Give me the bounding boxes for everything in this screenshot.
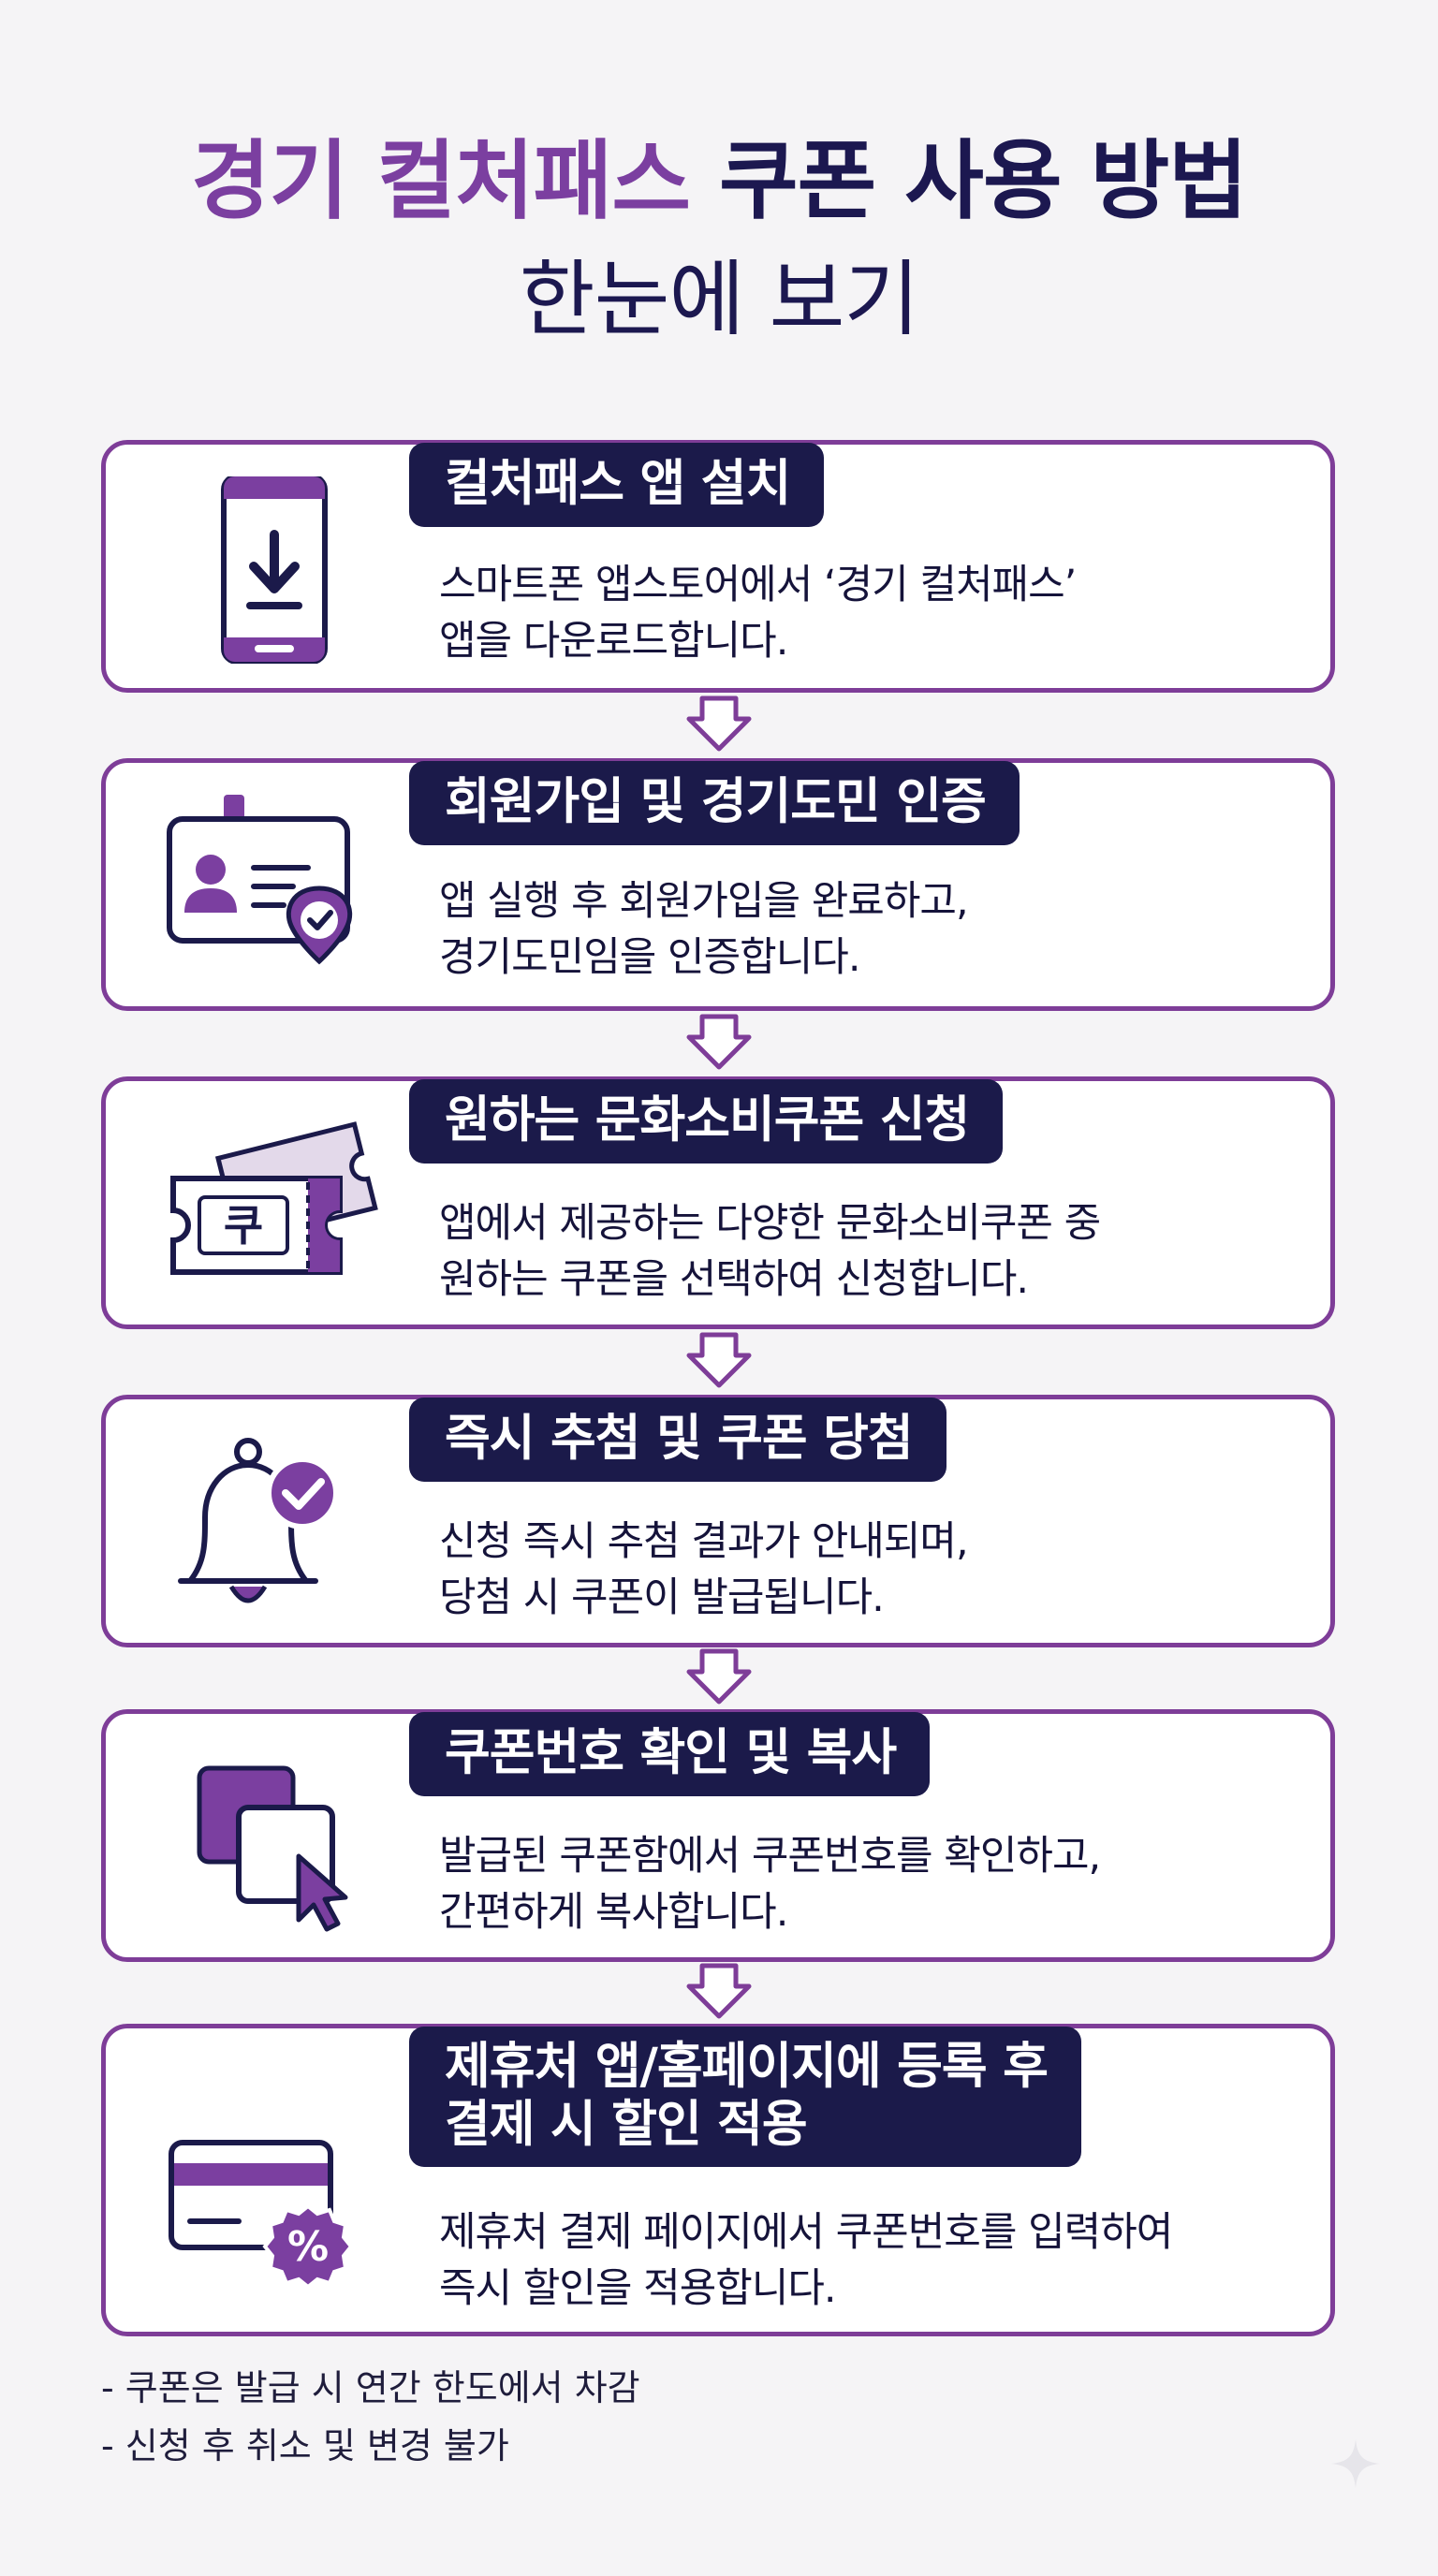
step-heading: 쿠폰번호 확인 및 복사 bbox=[409, 1712, 931, 1796]
title-main: 쿠폰 사용 방법 bbox=[719, 131, 1248, 231]
coupon-ticket-icon: 쿠 bbox=[153, 1113, 387, 1300]
page-title: 경기 컬처패스 쿠폰 사용 방법 한눈에 보기 bbox=[0, 127, 1438, 354]
step-description: 신청 즉시 추첨 결과가 안내되며, 당첨 시 쿠폰이 발급됩니다. bbox=[439, 1514, 1302, 1626]
step-card-copy: 쿠폰번호 확인 및 복사 발급된 쿠폰함에서 쿠폰번호를 확인하고, 간편하게 … bbox=[101, 1709, 1335, 1962]
step-heading: 컬처패스 앱 설치 bbox=[409, 443, 825, 527]
chevron-down-icon bbox=[683, 1331, 755, 1391]
sparkle-icon bbox=[1329, 2437, 1382, 2490]
step-heading: 회원가입 및 경기도민 인증 bbox=[409, 761, 1020, 845]
step-description-line: 당첨 시 쿠폰이 발급됩니다. bbox=[439, 1574, 885, 1621]
chevron-down-icon bbox=[683, 1013, 755, 1073]
title-subtitle: 한눈에 보기 bbox=[519, 251, 920, 347]
step-description-line: 제휴처 결제 페이지에서 쿠폰번호를 입력하여 bbox=[439, 2209, 1173, 2256]
discount-icon-label: % bbox=[287, 2223, 329, 2271]
coupon-icon-label: 쿠 bbox=[224, 1200, 263, 1251]
title-accent: 경기 컬처패스 bbox=[191, 131, 691, 231]
step-description-line: 간편하게 복사합니다. bbox=[439, 1889, 788, 1936]
note-item: - 쿠폰은 발급 시 연간 한도에서 차감 bbox=[101, 2367, 640, 2408]
step-heading-line: 결제 시 할인 적용 bbox=[445, 2096, 808, 2153]
note-item: - 신청 후 취소 및 변경 불가 bbox=[101, 2425, 509, 2466]
step-description-line: 앱을 다운로드합니다. bbox=[439, 618, 788, 665]
step-description-line: 즉시 할인을 적용합니다. bbox=[439, 2265, 837, 2312]
chevron-down-icon bbox=[683, 1962, 755, 2022]
step-description-line: 경기도민임을 인증합니다. bbox=[439, 934, 861, 981]
step-card-apply: 쿠 원하는 문화소비쿠폰 신청 앱에서 제공하는 다양한 문화소비쿠폰 중 원하… bbox=[101, 1076, 1335, 1329]
step-description: 앱 실행 후 회원가입을 완료하고, 경기도민임을 인증합니다. bbox=[439, 873, 1302, 986]
step-description-line: 발급된 쿠폰함에서 쿠폰번호를 확인하고, bbox=[439, 1833, 1101, 1880]
chevron-down-icon bbox=[683, 695, 755, 754]
copy-cursor-icon bbox=[153, 1746, 387, 1933]
step-description-line: 원하는 쿠폰을 선택하여 신청합니다. bbox=[439, 1256, 1029, 1303]
card-discount-icon: % bbox=[153, 2109, 387, 2296]
step-description: 스마트폰 앱스토어에서 ‘경기 컬처패스’ 앱을 다운로드합니다. bbox=[439, 557, 1302, 669]
step-card-signup: 회원가입 및 경기도민 인증 앱 실행 후 회원가입을 완료하고, 경기도민임을… bbox=[101, 758, 1335, 1011]
step-description-line: 스마트폰 앱스토어에서 ‘경기 컬처패스’ bbox=[439, 562, 1077, 608]
step-heading: 즉시 추첨 및 쿠폰 당첨 bbox=[409, 1398, 946, 1482]
step-description: 발급된 쿠폰함에서 쿠폰번호를 확인하고, 간편하게 복사합니다. bbox=[439, 1828, 1302, 1940]
step-heading-line: 제휴처 앱/홈페이지에 등록 후 bbox=[445, 2038, 1049, 2095]
step-card-draw: 즉시 추첨 및 쿠폰 당첨 신청 즉시 추첨 결과가 안내되며, 당첨 시 쿠폰… bbox=[101, 1395, 1335, 1647]
step-description-line: 앱 실행 후 회원가입을 완료하고, bbox=[439, 878, 969, 925]
notes: - 쿠폰은 발급 시 연간 한도에서 차감 - 신청 후 취소 및 변경 불가 bbox=[101, 2359, 640, 2475]
step-card-install: 컬처패스 앱 설치 스마트폰 앱스토어에서 ‘경기 컬처패스’ 앱을 다운로드합… bbox=[101, 440, 1335, 693]
title-line1: 경기 컬처패스 쿠폰 사용 방법 bbox=[0, 127, 1438, 236]
chevron-down-icon bbox=[683, 1647, 755, 1707]
id-card-verify-icon bbox=[153, 795, 387, 982]
step-description-line: 신청 즉시 추첨 결과가 안내되며, bbox=[439, 1518, 969, 1565]
step-card-discount: % 제휴처 앱/홈페이지에 등록 후 결제 시 할인 적용 제휴처 결제 페이지… bbox=[101, 2024, 1335, 2336]
phone-download-icon bbox=[153, 476, 387, 664]
step-heading: 제휴처 앱/홈페이지에 등록 후 결제 시 할인 적용 bbox=[409, 2027, 1081, 2167]
step-description: 앱에서 제공하는 다양한 문화소비쿠폰 중 원하는 쿠폰을 선택하여 신청합니다… bbox=[439, 1195, 1302, 1308]
step-description: 제휴처 결제 페이지에서 쿠폰번호를 입력하여 즉시 할인을 적용합니다. bbox=[439, 2204, 1302, 2317]
step-heading: 원하는 문화소비쿠폰 신청 bbox=[409, 1079, 1004, 1164]
bell-check-icon bbox=[153, 1431, 387, 1618]
step-description-line: 앱에서 제공하는 다양한 문화소비쿠폰 중 bbox=[439, 1200, 1101, 1247]
